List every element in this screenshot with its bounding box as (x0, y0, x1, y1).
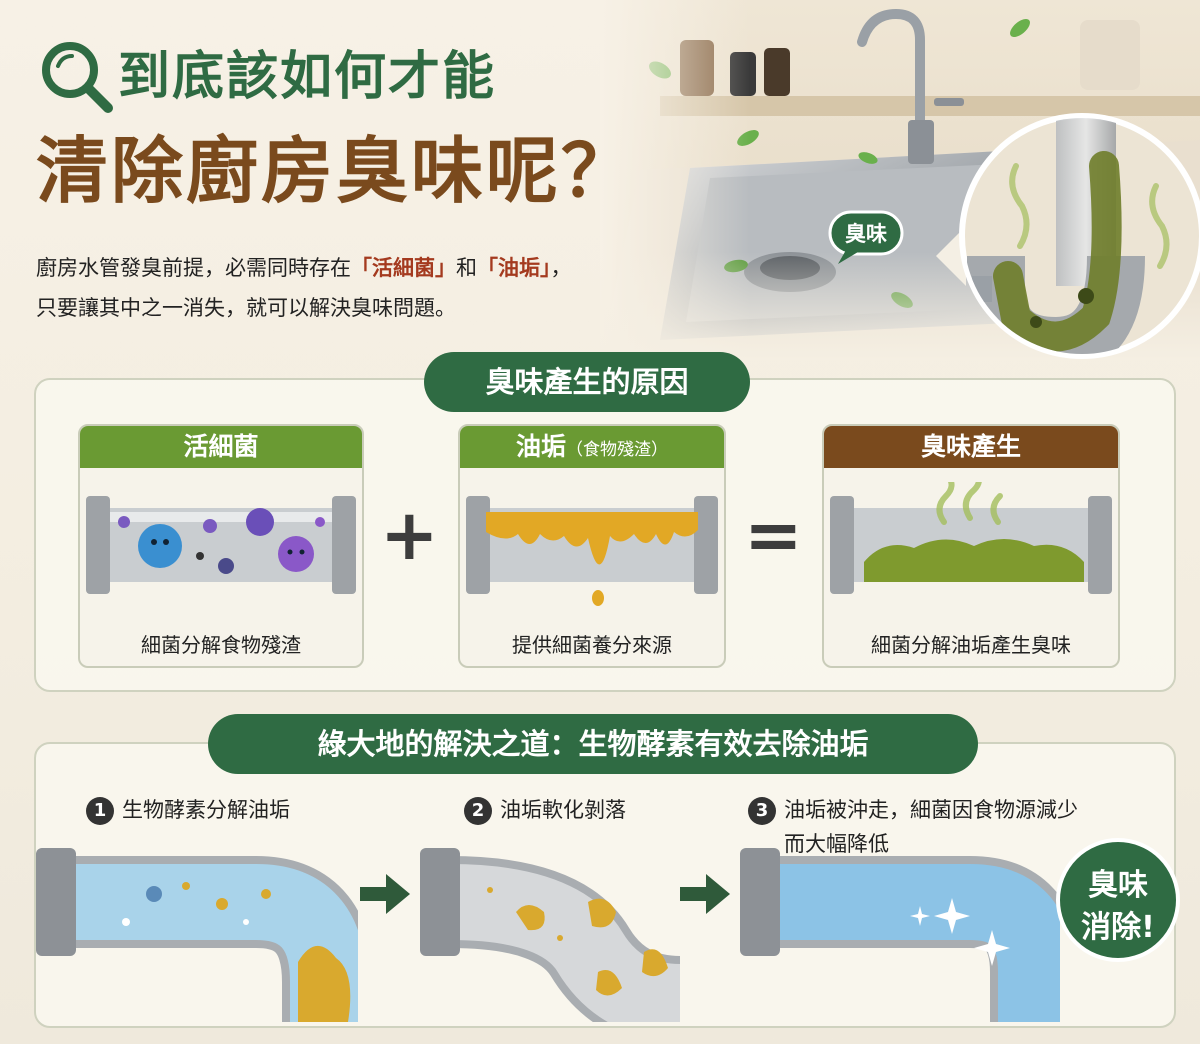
card-grease-caption: 提供細菌養分來源 (512, 633, 672, 657)
step-2-text: 油垢軟化剝落 (500, 798, 626, 822)
intro-text-comma: ， (550, 256, 572, 280)
enzyme-pipe-illustration (36, 848, 358, 1022)
step-3-text-line-2: 而大幅降低 (784, 832, 889, 856)
card-live-bacteria-caption: 細菌分解食物殘渣 (141, 633, 301, 657)
card-odor-caption: 細菌分解油垢產生臭味 (871, 633, 1071, 657)
card-grease: 油垢（食物殘渣） 提供細菌養分來源 (458, 424, 726, 668)
arrow-right-icon (680, 874, 730, 914)
intro-line-2: 只要讓其中之一消失，就可以解決臭味問題。 (36, 296, 456, 320)
intro-highlight-bacteria: 「活細菌」 (351, 256, 456, 280)
softened-grease-pipe-illustration (420, 848, 680, 1022)
card-odor-title: 臭味產生 (824, 426, 1118, 468)
title-line-2: 清除廚房臭味呢？ (36, 129, 637, 213)
speech-bubble-icon (828, 210, 904, 264)
arrow-right-icon (360, 874, 410, 914)
step-1-number: 1 (86, 797, 114, 825)
step-3: 3 油垢被沖走，細菌因食物源減少 (748, 794, 1078, 825)
odor-eliminated-badge (1056, 838, 1180, 962)
grease-pipe-illustration (466, 496, 718, 606)
step-3-text: 油垢被沖走，細菌因食物源減少 (784, 798, 1078, 822)
intro-text: 廚房水管發臭前提，必需同時存在 (36, 256, 351, 280)
odor-pipe-illustration (830, 482, 1112, 594)
step-2: 2 油垢軟化剝落 (464, 794, 626, 825)
card-live-bacteria: 活細菌 細菌分解食物殘渣 (78, 424, 364, 668)
badge-line-2: 消除! (1081, 910, 1155, 945)
step-1-text: 生物酵素分解油垢 (122, 798, 290, 822)
intro-text-and: 和 (456, 256, 477, 280)
card-grease-title: 油垢 (515, 432, 566, 461)
dirty-pipe-inset (936, 113, 1200, 359)
step-1: 1 生物酵素分解油垢 (86, 794, 290, 825)
search-icon (42, 42, 113, 113)
title-line-1: 到底該如何才能 (118, 47, 497, 107)
equals-sign: = (744, 494, 803, 576)
intro-highlight-grease: 「油垢」 (477, 256, 551, 280)
bubble-text: 臭味 (845, 222, 887, 246)
card-live-bacteria-title: 活細菌 (80, 426, 362, 468)
plus-sign: + (380, 494, 439, 576)
card-grease-title-wrap: 油垢（食物殘渣） (460, 426, 724, 468)
step-3-number: 3 (748, 797, 776, 825)
bacteria-pipe-illustration (86, 496, 356, 594)
step-2-number: 2 (464, 797, 492, 825)
badge-line-1: 臭味 (1088, 868, 1148, 903)
intro-line-1: 廚房水管發臭前提，必需同時存在「活細菌」和「油垢」， (36, 252, 572, 282)
solution-title: 綠大地的解決之道：生物酵素有效去除油垢 (208, 714, 978, 774)
card-odor: 臭味產生 細菌分解油垢產生臭味 (822, 424, 1120, 668)
clean-pipe-illustration (740, 848, 1060, 1022)
card-grease-subtitle: （食物殘渣） (566, 440, 668, 460)
causes-title: 臭味產生的原因 (424, 352, 750, 412)
